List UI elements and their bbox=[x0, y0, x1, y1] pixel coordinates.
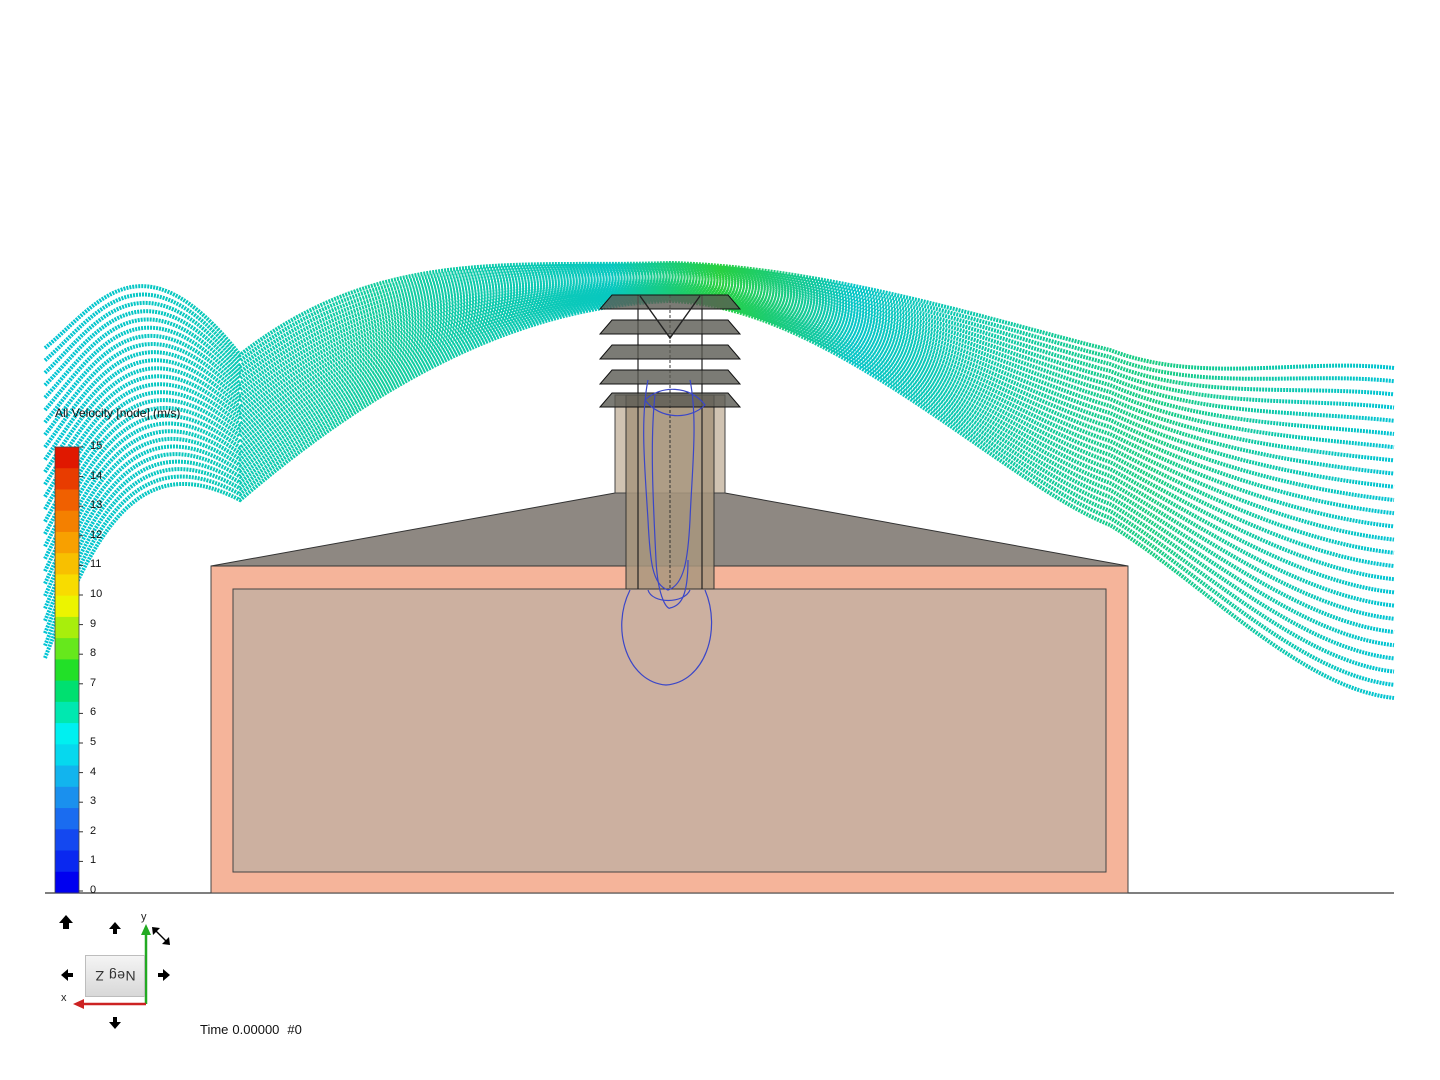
velocity-contours bbox=[621, 379, 713, 686]
vent-louvres bbox=[598, 294, 742, 408]
streamline bbox=[43, 292, 1395, 648]
streamline bbox=[43, 288, 1395, 608]
legend-color-step bbox=[55, 701, 79, 724]
legend-color-step bbox=[55, 638, 79, 660]
arrow-right-icon[interactable] bbox=[155, 966, 173, 984]
legend-color-step bbox=[55, 659, 79, 682]
axes-triad bbox=[73, 924, 151, 1009]
streamline bbox=[43, 289, 1395, 621]
streamline bbox=[43, 295, 1395, 674]
axis-x-label: x bbox=[61, 992, 67, 1004]
vent-louvre bbox=[598, 319, 742, 335]
streamline bbox=[43, 260, 1395, 371]
streamline bbox=[43, 286, 1395, 595]
legend-color-step bbox=[55, 595, 79, 618]
legend-color-step bbox=[55, 553, 79, 575]
legend-color-step bbox=[55, 744, 79, 767]
vent-louvre bbox=[598, 392, 742, 408]
legend-color-step bbox=[55, 574, 79, 597]
legend-outline bbox=[54, 446, 80, 894]
vent-louvre bbox=[598, 294, 742, 310]
legend-color-step bbox=[55, 489, 79, 512]
legend-color-step bbox=[55, 447, 79, 469]
streamline bbox=[43, 280, 1395, 542]
legend-color-step bbox=[55, 680, 79, 703]
time-prefix: Time bbox=[200, 1022, 229, 1037]
streamline bbox=[43, 279, 1395, 529]
building-interior bbox=[232, 588, 1107, 873]
streamline bbox=[43, 285, 1395, 582]
vent-louvre bbox=[598, 344, 742, 360]
legend-color-step bbox=[55, 786, 79, 809]
legend-color-step bbox=[55, 829, 79, 852]
streamline bbox=[43, 291, 1395, 634]
arrow-up-icon[interactable] bbox=[106, 919, 124, 937]
legend-color-step bbox=[55, 510, 79, 533]
axis-y-label: y bbox=[141, 911, 147, 923]
vent-louvre bbox=[598, 369, 742, 385]
legend-color-step bbox=[55, 765, 79, 788]
legend-color-step bbox=[55, 468, 79, 490]
view-cube[interactable]: Neg Z bbox=[85, 955, 145, 997]
rotate-up-icon[interactable] bbox=[57, 913, 75, 931]
legend-color-step bbox=[55, 850, 79, 873]
streamline bbox=[43, 267, 1395, 423]
legend-color-step bbox=[55, 723, 79, 745]
streamline bbox=[43, 277, 1395, 516]
streamlines bbox=[43, 260, 1395, 700]
streamline bbox=[43, 262, 1395, 384]
legend-color-step bbox=[55, 871, 79, 894]
view-cube-face-label: Neg Z bbox=[94, 968, 136, 984]
arrow-down-icon[interactable] bbox=[106, 1014, 124, 1032]
streamline bbox=[43, 265, 1395, 410]
legend-color-step bbox=[55, 616, 79, 639]
vent-cap bbox=[639, 295, 701, 340]
streamline bbox=[43, 268, 1395, 436]
legend-colorbar bbox=[54, 446, 83, 894]
frame-number: #0 bbox=[287, 1022, 302, 1037]
time-value: 0.00000 bbox=[232, 1022, 280, 1037]
arrow-left-icon[interactable] bbox=[58, 966, 76, 984]
rotate-icon[interactable] bbox=[150, 925, 174, 949]
legend-title: All Velocity [node] (m/s) bbox=[55, 406, 181, 420]
legend-color-step bbox=[55, 808, 79, 830]
legend-color-step bbox=[55, 531, 79, 554]
